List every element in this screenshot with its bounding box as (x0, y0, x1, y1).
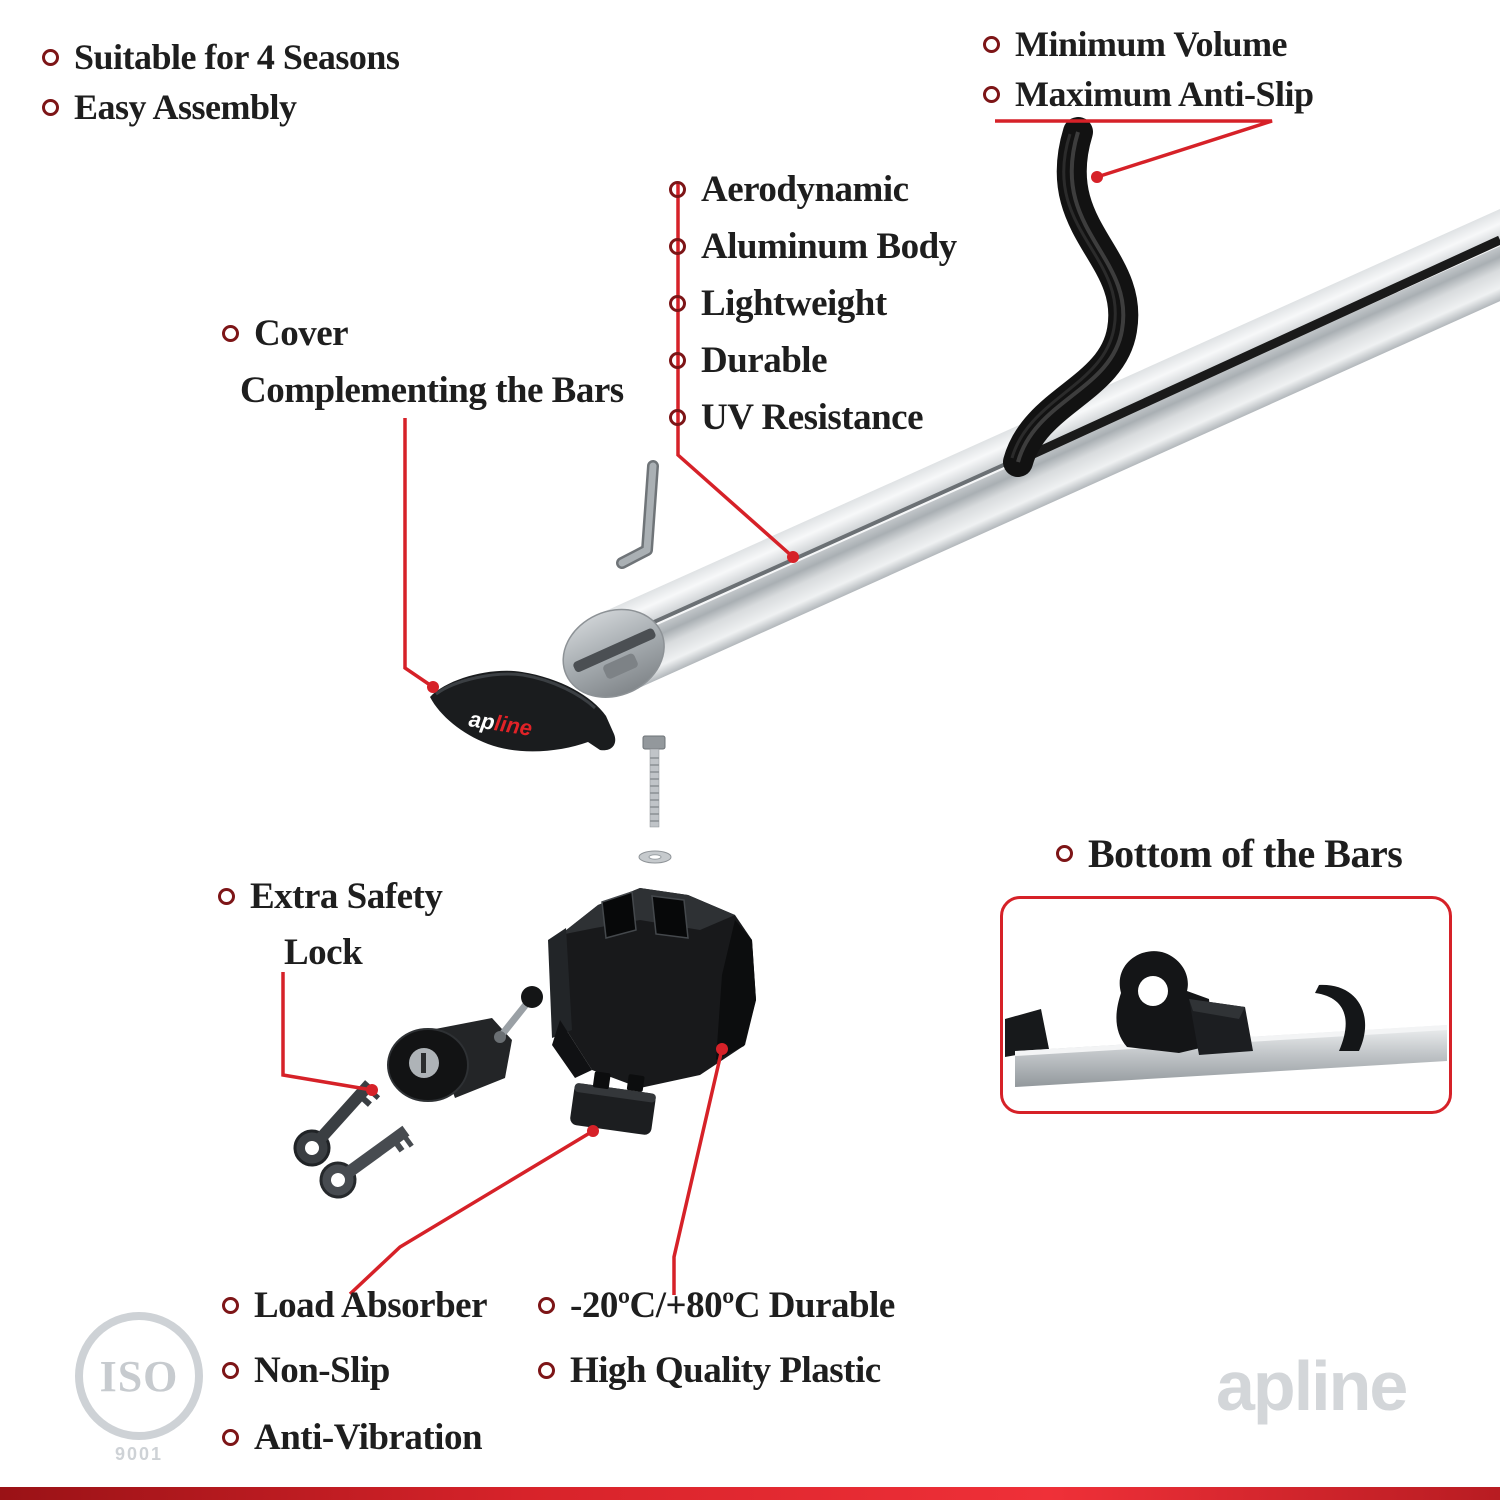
bullet-icon (222, 1361, 239, 1379)
mounting-foot (548, 888, 756, 1088)
feature-anti-vibration: Anti-Vibration (222, 1415, 483, 1459)
feature-label: Aluminum Body (701, 225, 957, 267)
iso-badge-text: ISO (99, 1351, 179, 1401)
channel-rubber (1018, 235, 1500, 465)
bullet-icon (669, 408, 686, 426)
feature-minimum-volume: Minimum Volume (983, 22, 1288, 66)
feature-label: Lightweight (701, 282, 887, 324)
bullet-icon (222, 1296, 239, 1314)
bullet-icon (983, 85, 1000, 103)
keys (293, 1080, 414, 1199)
bar-underside (1015, 1025, 1447, 1087)
feature-label: Lock (284, 931, 363, 973)
callout-cover: Cover (222, 311, 349, 355)
iso-badge-number: 9001 (114, 1444, 164, 1464)
bullet-icon (669, 294, 686, 312)
feature-suitable-4-seasons: Suitable for 4 Seasons (42, 35, 400, 79)
feature-non-slip: Non-Slip (222, 1348, 390, 1392)
feature-label: Anti-Vibration (254, 1416, 483, 1458)
bullet-icon (42, 48, 59, 66)
bar-feature-uv-resistance: UV Resistance (669, 395, 924, 439)
feature-label: Extra Safety (250, 875, 443, 917)
feature-easy-assembly: Easy Assembly (42, 85, 297, 129)
feature-maximum-anti-slip: Maximum Anti-Slip (983, 72, 1314, 116)
clamp-fragment (1005, 1009, 1049, 1057)
iso-badge-circle: ISO (75, 1312, 203, 1440)
brand-watermark: apline (1216, 1347, 1408, 1425)
feature-label: UV Resistance (701, 396, 924, 438)
bar-feature-durable: Durable (669, 338, 828, 382)
iso-badge: ISO 9001 (75, 1312, 203, 1465)
bullet-icon (983, 35, 1000, 53)
bullet-icon (42, 98, 59, 116)
bullet-icon (222, 324, 239, 342)
feature-label: Aerodynamic (701, 168, 909, 210)
bolt (642, 735, 666, 828)
cover-logo: apline (467, 706, 534, 741)
bottom-accent-strip (0, 1487, 1500, 1500)
bullet-icon (669, 237, 686, 255)
callout-bottom-of-bars: Bottom of the Bars (1056, 830, 1403, 876)
callout-lock: Lock (284, 930, 363, 974)
feature-label: Easy Assembly (74, 87, 297, 127)
load-absorber-pad (570, 1071, 656, 1135)
callout-dots (366, 171, 1103, 1137)
bar-feature-aluminum-body: Aluminum Body (669, 224, 957, 268)
feature-high-quality-plastic: High Quality Plastic (538, 1348, 881, 1392)
bullet-icon (669, 351, 686, 369)
feature-label: Non-Slip (254, 1349, 390, 1391)
anti-slip-strip (1003, 117, 1139, 477)
feature-label: Complementing the Bars (240, 369, 624, 411)
feature-label: Durable (701, 339, 828, 381)
bar-feature-lightweight: Lightweight (669, 281, 887, 325)
callout-extra-safety: Extra Safety (218, 874, 443, 918)
rubber-strap (1315, 984, 1366, 1051)
feature-label: -20ºC/+80ºC Durable (570, 1284, 895, 1326)
bottom-of-bars-illustration (1005, 951, 1447, 1087)
washer (638, 850, 672, 864)
bullet-icon (538, 1361, 555, 1379)
feature-label: Bottom of the Bars (1088, 830, 1403, 876)
callout-lines (281, 119, 1273, 1296)
feature-label: High Quality Plastic (570, 1349, 881, 1391)
feature-label: Maximum Anti-Slip (1015, 74, 1314, 114)
bullet-icon (669, 180, 686, 198)
bullet-icon (222, 1428, 239, 1446)
feature-load-absorber: Load Absorber (222, 1283, 488, 1327)
feature-temperature-durable: -20ºC/+80ºC Durable (538, 1283, 895, 1327)
feature-label: Cover (254, 312, 349, 354)
bottom-of-bars-box (1000, 896, 1452, 1114)
bullet-icon (538, 1296, 555, 1314)
feature-label: Minimum Volume (1015, 24, 1288, 64)
callout-cover-line2: Complementing the Bars (240, 368, 624, 412)
bar-feature-aerodynamic: Aerodynamic (669, 167, 909, 211)
feature-label: Suitable for 4 Seasons (74, 37, 400, 77)
allen-key (616, 460, 659, 569)
safety-lock (387, 986, 543, 1102)
bullet-icon (218, 887, 235, 905)
clamp-claw (1116, 951, 1253, 1055)
feature-label: Load Absorber (254, 1284, 488, 1326)
bullet-icon (1056, 844, 1073, 862)
bar-end-cover: apline (430, 670, 616, 752)
